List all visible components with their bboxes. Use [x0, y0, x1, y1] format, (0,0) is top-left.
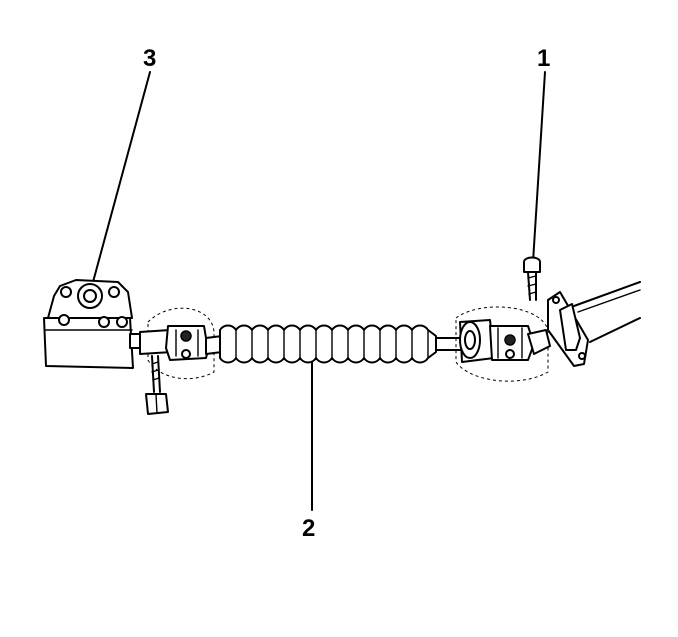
lower-u-joint: [139, 307, 215, 380]
lower-pinch-bolt: [145, 355, 169, 415]
steering-column: [547, 281, 641, 367]
callout-1-leader: [532, 71, 546, 263]
callout-1: 1: [532, 45, 550, 263]
steering-gear: [43, 279, 143, 369]
callout-3-leader: [92, 71, 151, 283]
callout-3-label: 3: [143, 45, 156, 72]
intermediate-shaft-boot: [205, 324, 463, 364]
upper-u-joint: [455, 306, 551, 382]
callout-3: 3: [92, 45, 156, 283]
upper-pinch-bolt: [523, 256, 541, 301]
callout-2-label: 2: [302, 515, 315, 542]
callout-1-label: 1: [537, 45, 550, 72]
callout-2: 2: [302, 359, 315, 542]
